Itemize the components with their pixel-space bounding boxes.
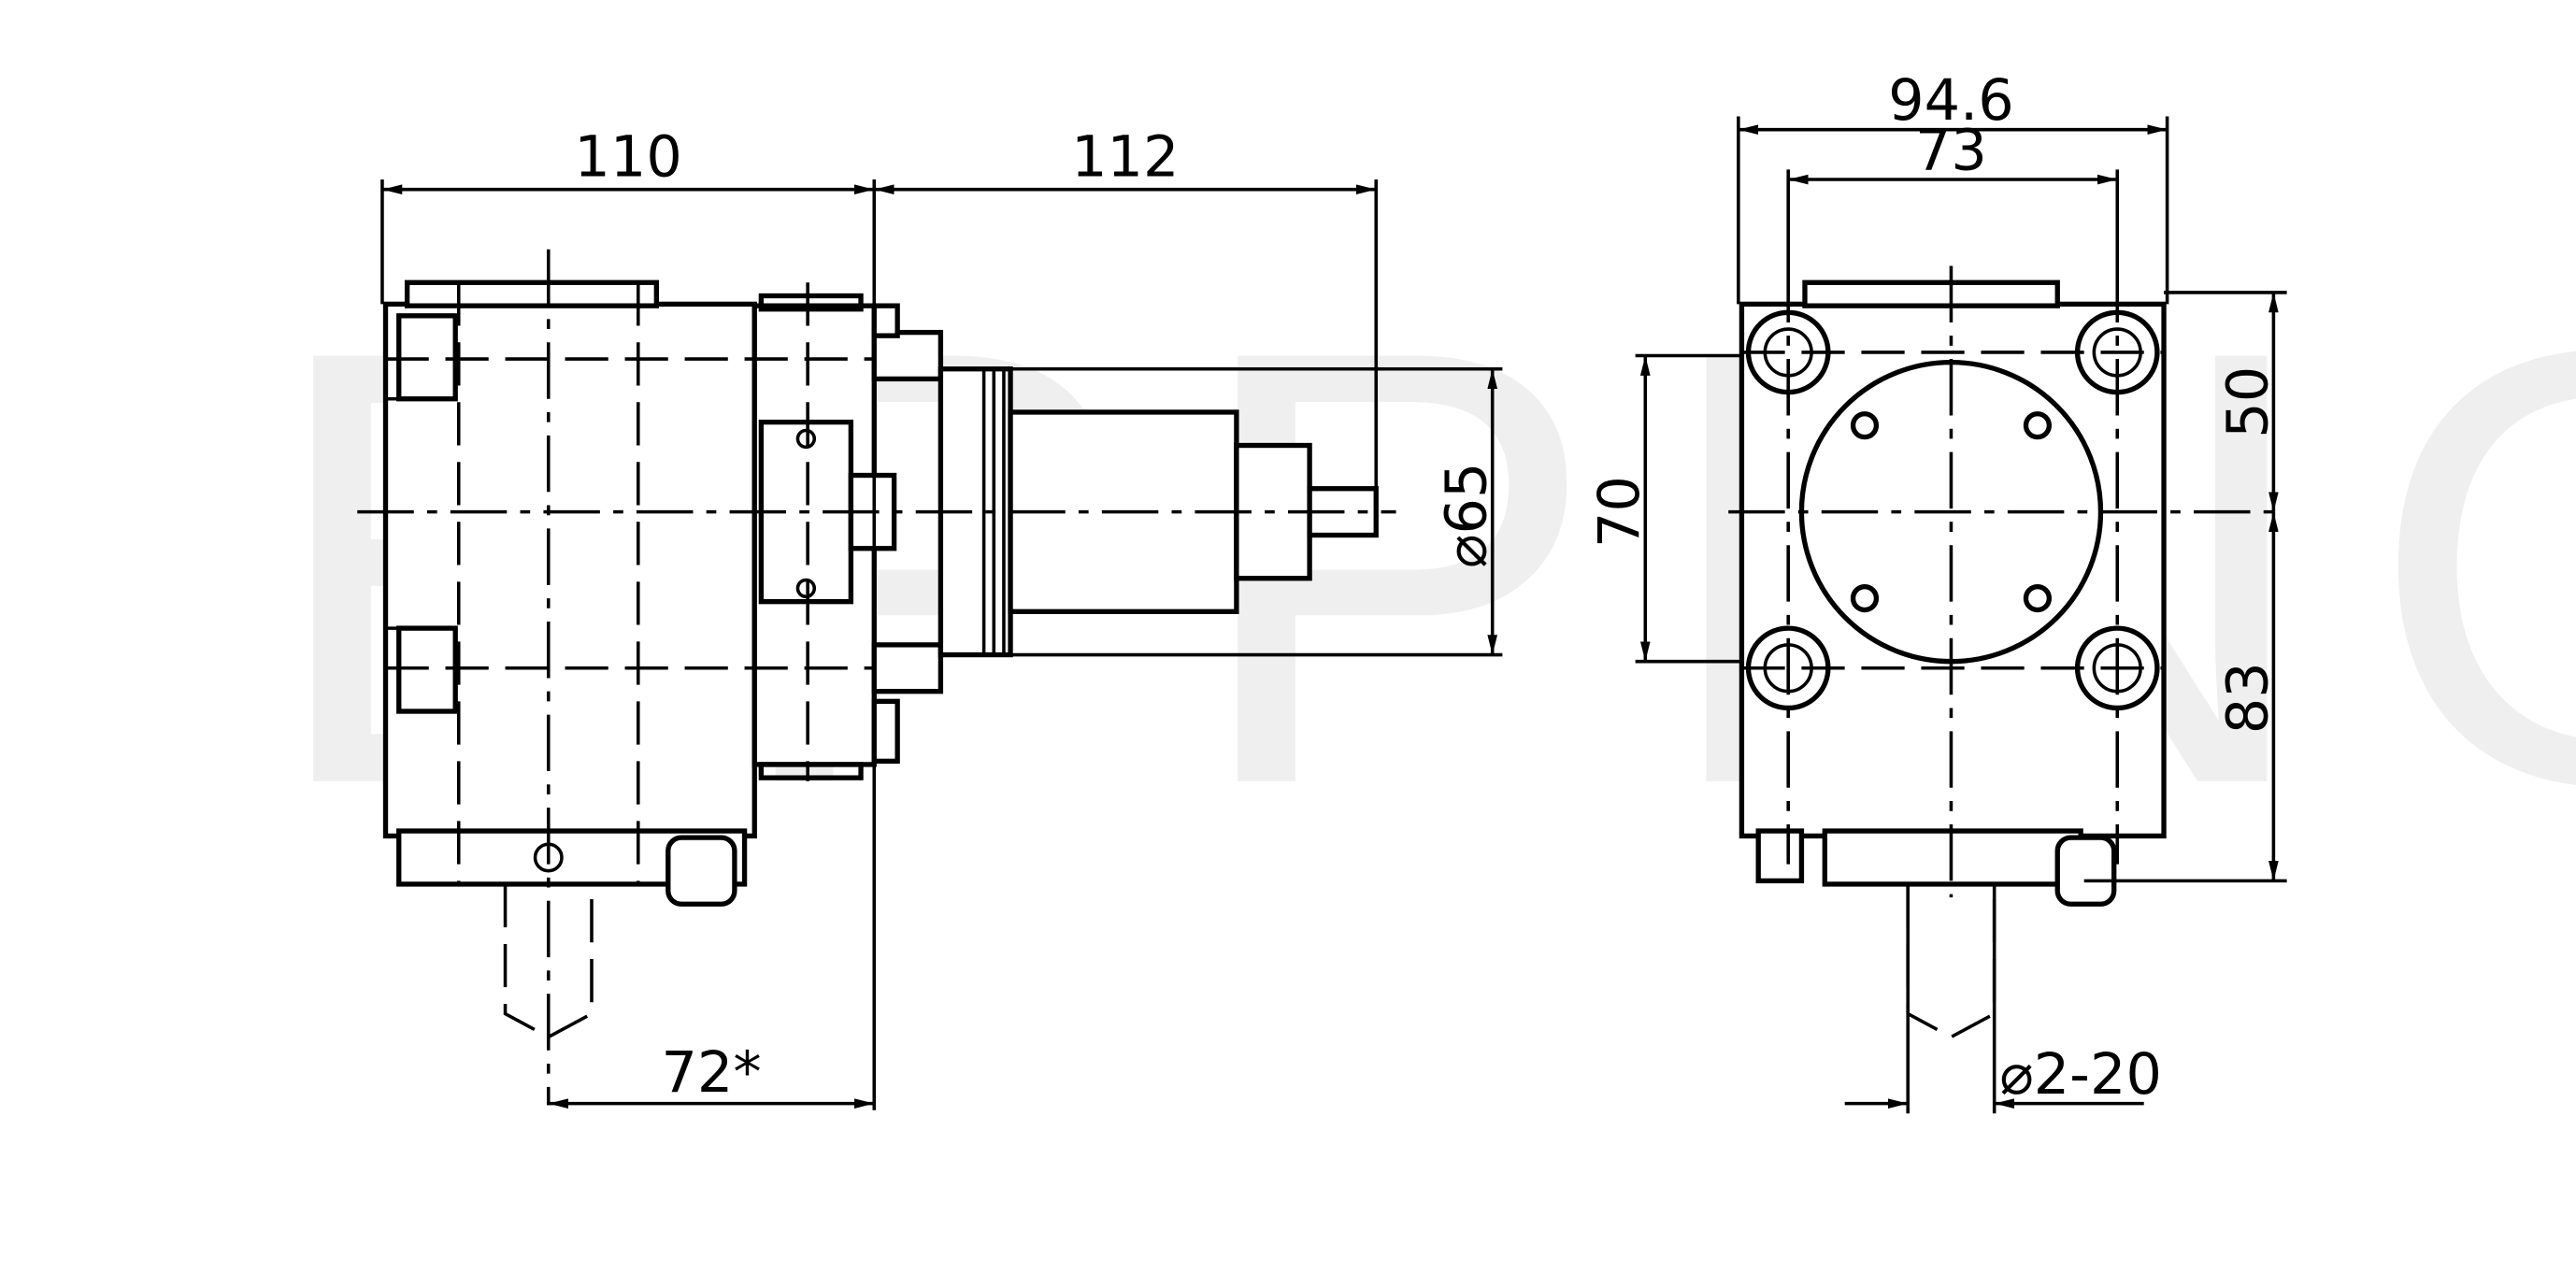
flange-bottom-step [758,762,864,780]
dim-label-83: 83 [2215,662,2281,734]
face-screw [1850,411,1880,440]
flange-tab [871,303,900,338]
flange-pin-top [871,329,944,382]
face-screw [2023,583,2053,613]
flange-pin-bottom [871,642,944,694]
dim-label-50: 50 [2215,366,2281,438]
face-screw [2023,411,2053,440]
dim-label-73: 73 [1915,118,1987,183]
tool-shank [503,883,594,1039]
housing-top-lip [404,279,660,308]
dim-label-d65: ⌀65 [1435,463,1500,568]
front-foot [1755,828,1805,884]
flange-tab [871,698,900,765]
front-top-lip [1802,279,2060,308]
dim-label-112: 112 [1071,124,1179,190]
flange-top-step [758,293,864,312]
dim-label-70: 70 [1587,476,1653,548]
coolant-nozzle [665,835,737,907]
dim-label-110: 110 [574,124,681,190]
dim-label-72: 72* [661,1040,761,1106]
front-nozzle [2054,835,2117,907]
face-screw [1850,583,1880,613]
dim-label-94-6: 94.6 [1888,68,2014,134]
side-view: 110 112 ⌀65 72* [357,124,1503,1110]
front-view: 94.6 73 70 50 83 ⌀2-20 [1587,68,2287,1114]
dim-label-d2-20: ⌀2-20 [1999,1042,2162,1108]
